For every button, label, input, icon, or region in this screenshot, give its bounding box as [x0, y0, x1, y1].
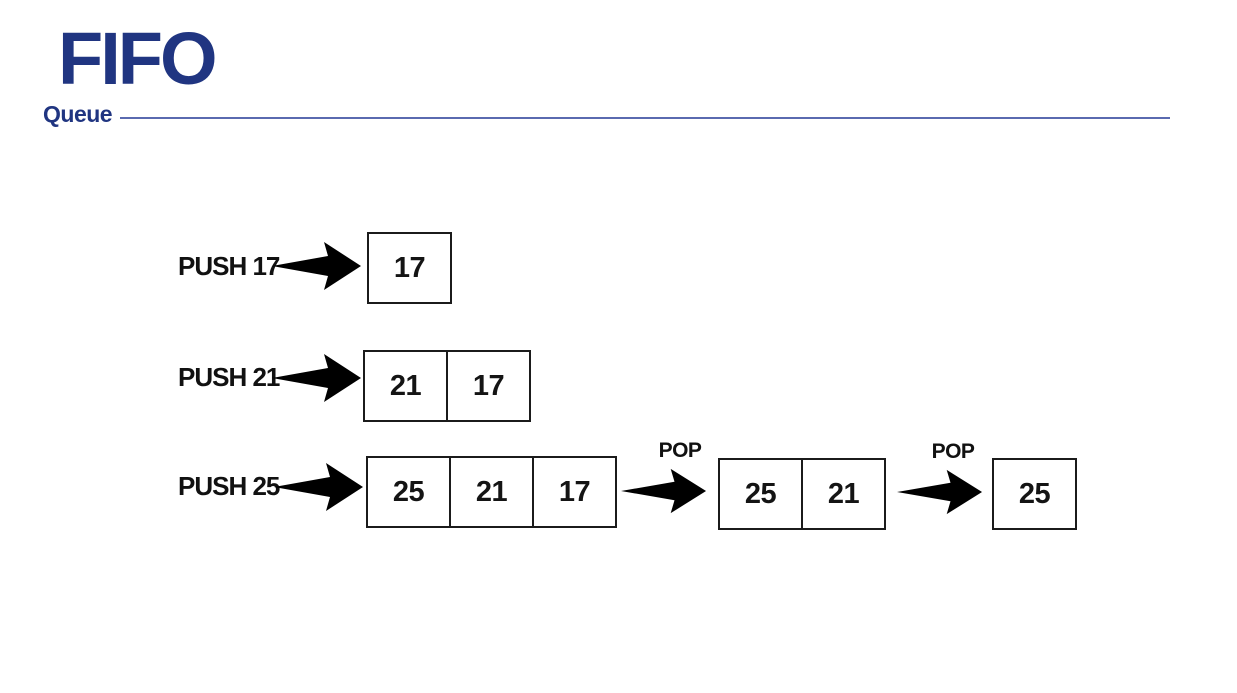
push-25-label: PUSH 25 [178, 471, 280, 501]
queue-cell-value: 17 [393, 251, 426, 284]
push-21-label: PUSH 21 [178, 362, 280, 392]
pop-label: POP [658, 439, 702, 462]
queue-cell: 25 [992, 458, 1077, 530]
header-rule [120, 117, 1170, 119]
queue-cell-value: 17 [558, 475, 591, 508]
push-arrow-icon [272, 242, 361, 290]
queue-cell: 21 [801, 458, 886, 530]
pop-label: POP [931, 440, 975, 463]
push-arrow-icon [272, 354, 361, 402]
queue-state-after-pop-1: 25 21 [718, 458, 886, 530]
queue-cell: 21 [363, 350, 448, 422]
queue-cell: 25 [718, 458, 803, 530]
queue-cell: 17 [446, 350, 531, 422]
queue-cell: 25 [366, 456, 451, 528]
queue-state-after-pop-2: 25 [992, 458, 1077, 530]
queue-cell-value: 17 [472, 369, 505, 402]
queue-cell-value: 25 [392, 475, 425, 508]
page-subtitle: Queue [43, 101, 113, 127]
queue-cell: 17 [532, 456, 617, 528]
queue-cell-value: 25 [744, 477, 777, 510]
queue-cell-value: 25 [1018, 477, 1051, 510]
queue-cell: 21 [449, 456, 534, 528]
queue-cell-value: 21 [827, 477, 860, 510]
queue-cell-value: 21 [475, 475, 508, 508]
queue-cell: 17 [367, 232, 452, 304]
pop-arrow-icon [621, 468, 707, 514]
queue-cell-value: 21 [389, 369, 422, 402]
queue-state-after-push-21: 21 17 [363, 350, 531, 422]
pop-arrow-icon [897, 469, 983, 515]
queue-state-after-push-25: 25 21 17 [366, 456, 617, 528]
queue-state-after-push-17: 17 [367, 232, 452, 304]
push-arrow-icon [274, 463, 363, 511]
page-title: FIFO [58, 17, 218, 100]
push-17-label: PUSH 17 [178, 251, 280, 281]
